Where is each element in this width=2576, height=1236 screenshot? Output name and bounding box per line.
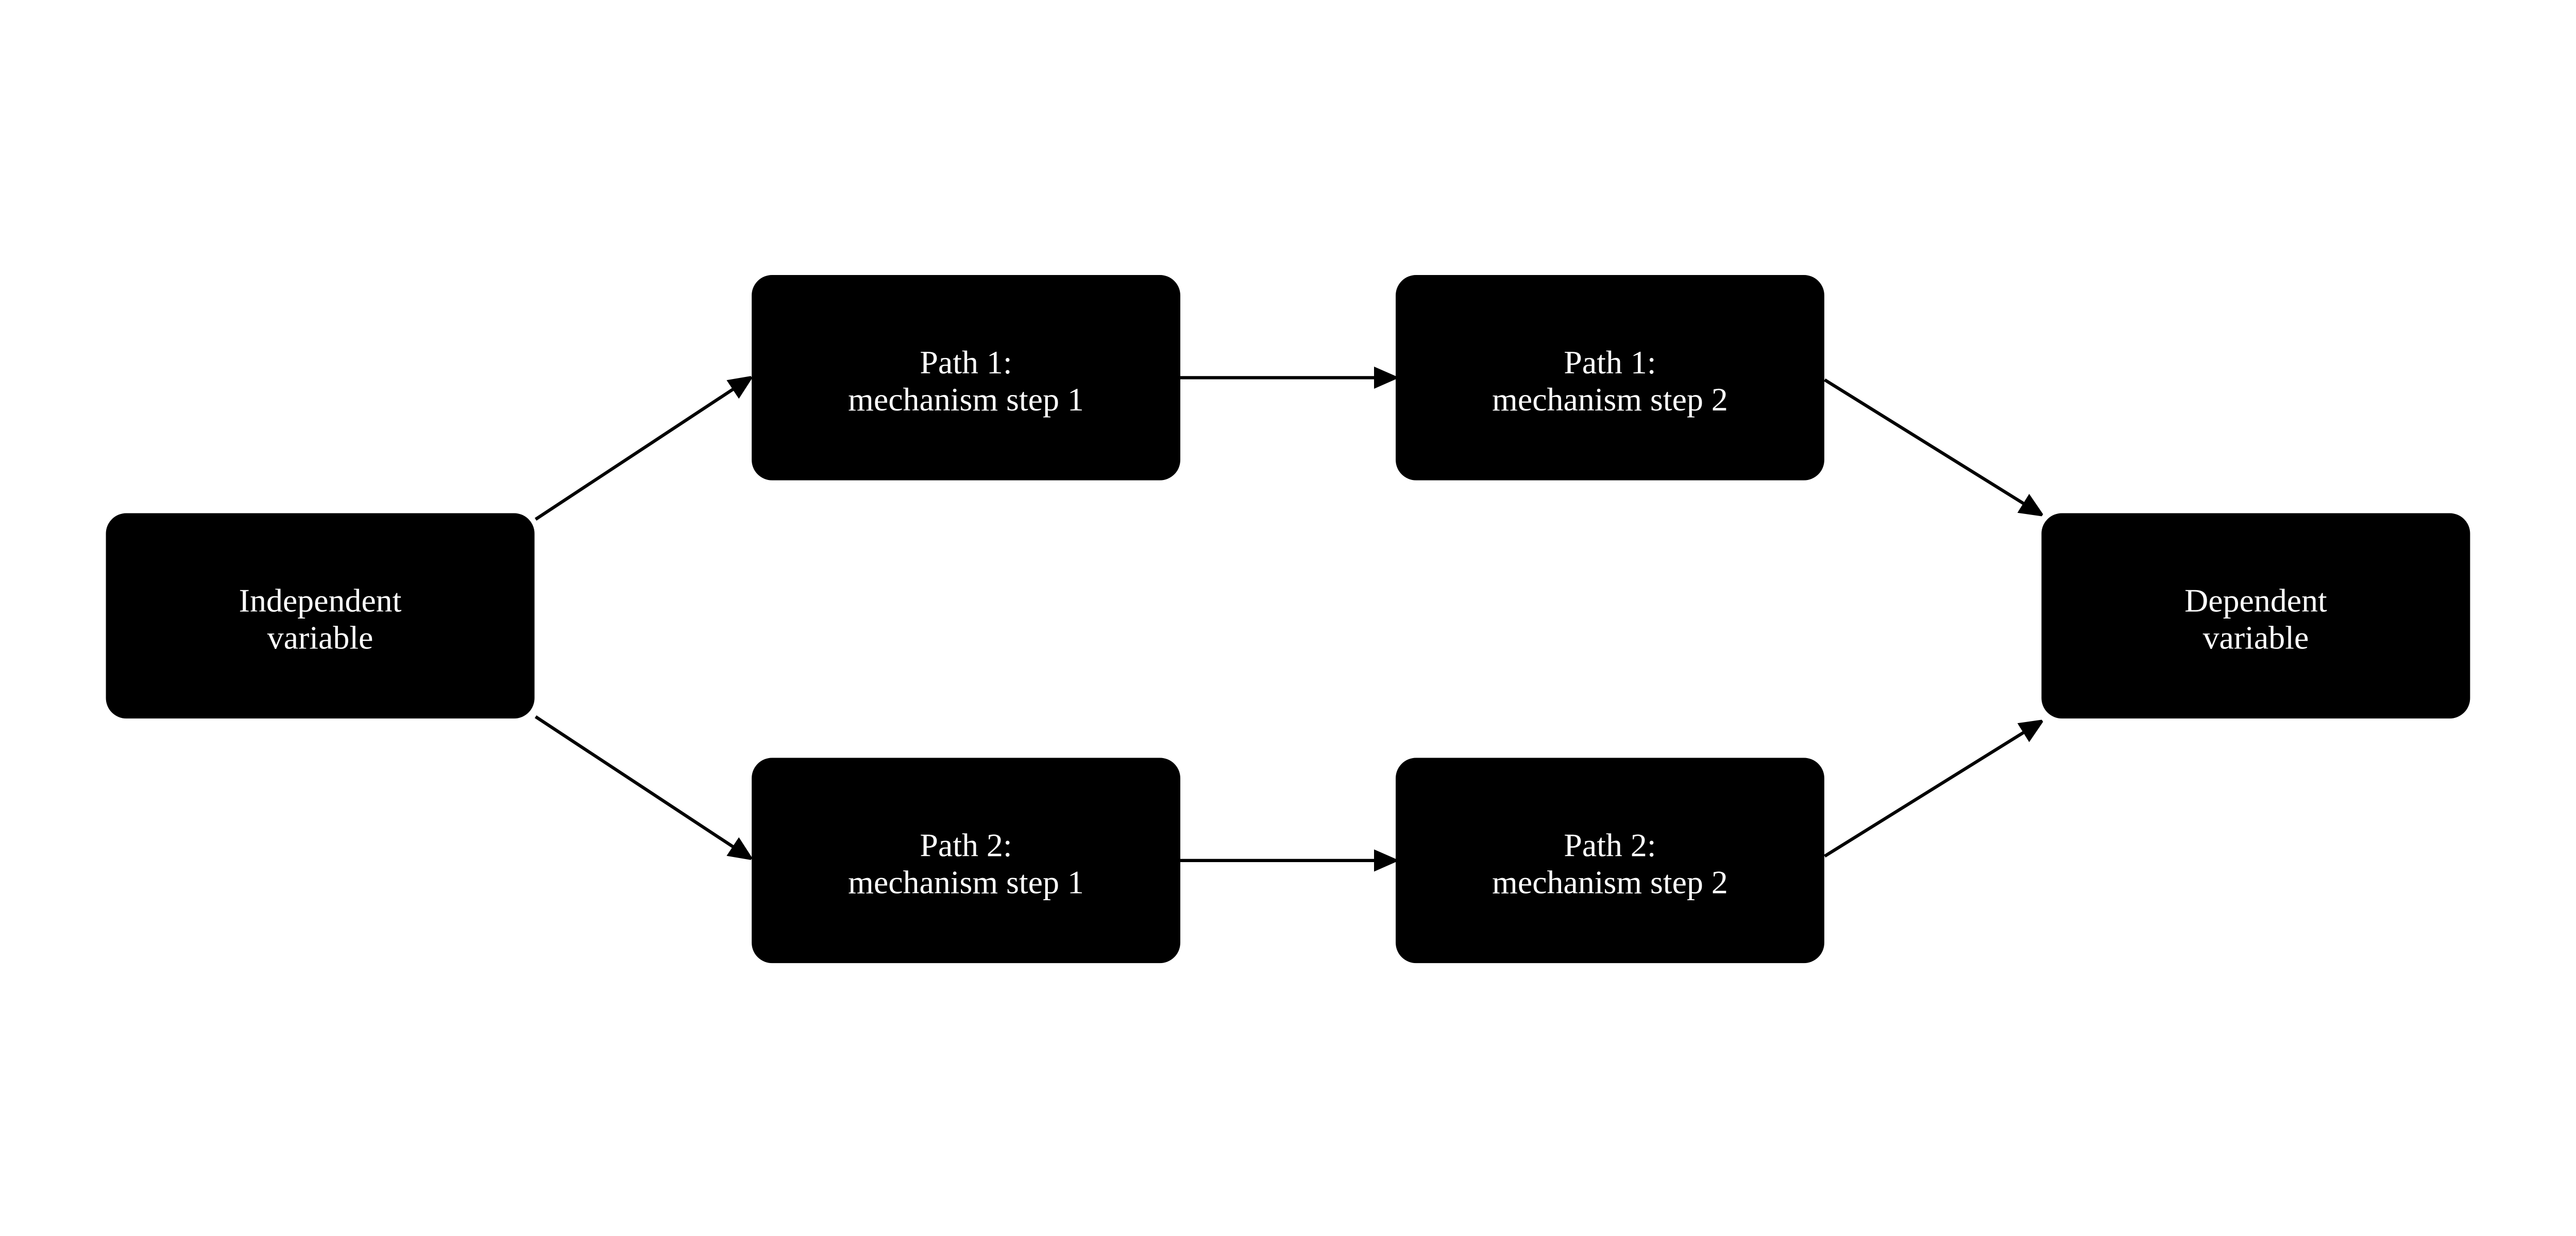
node-label-line1: Path 1: <box>920 344 1012 381</box>
node-box <box>106 513 535 719</box>
node-label-line1: Path 2: <box>920 827 1012 864</box>
node-path1-step2: Path 1: mechanism step 2 <box>1396 275 1824 480</box>
node-label-line1: Independent <box>239 582 402 619</box>
node-independent-variable: Independent variable <box>106 513 535 719</box>
node-box <box>2041 513 2470 719</box>
edge-group <box>534 377 2042 861</box>
node-path1-step1: Path 1: mechanism step 1 <box>752 275 1180 480</box>
node-dependent-variable: Dependent variable <box>2041 513 2470 719</box>
edge-path1-step2-to-dependent <box>1824 378 2042 515</box>
node-label-line1: Path 2: <box>1564 827 1656 864</box>
edge-path2-step2-to-dependent <box>1824 722 2042 858</box>
node-label-line1: Dependent <box>2184 582 2327 619</box>
edge-independent-to-path2-step1 <box>534 715 751 859</box>
edge-independent-to-path1-step1 <box>534 377 751 521</box>
node-label-line1: Path 1: <box>1564 344 1656 381</box>
node-label-line2: variable <box>267 620 374 656</box>
node-label-line2: variable <box>2203 620 2309 656</box>
node-label-line2: mechanism step 2 <box>1492 864 1728 901</box>
node-label-line2: mechanism step 2 <box>1492 381 1728 418</box>
node-path2-step1: Path 2: mechanism step 1 <box>752 758 1180 964</box>
node-label-line2: mechanism step 1 <box>848 381 1084 418</box>
node-label-line2: mechanism step 1 <box>848 864 1084 901</box>
node-box <box>1396 758 1824 964</box>
node-box <box>1396 275 1824 480</box>
node-box <box>752 275 1180 480</box>
node-path2-step2: Path 2: mechanism step 2 <box>1396 758 1824 964</box>
node-box <box>752 758 1180 964</box>
